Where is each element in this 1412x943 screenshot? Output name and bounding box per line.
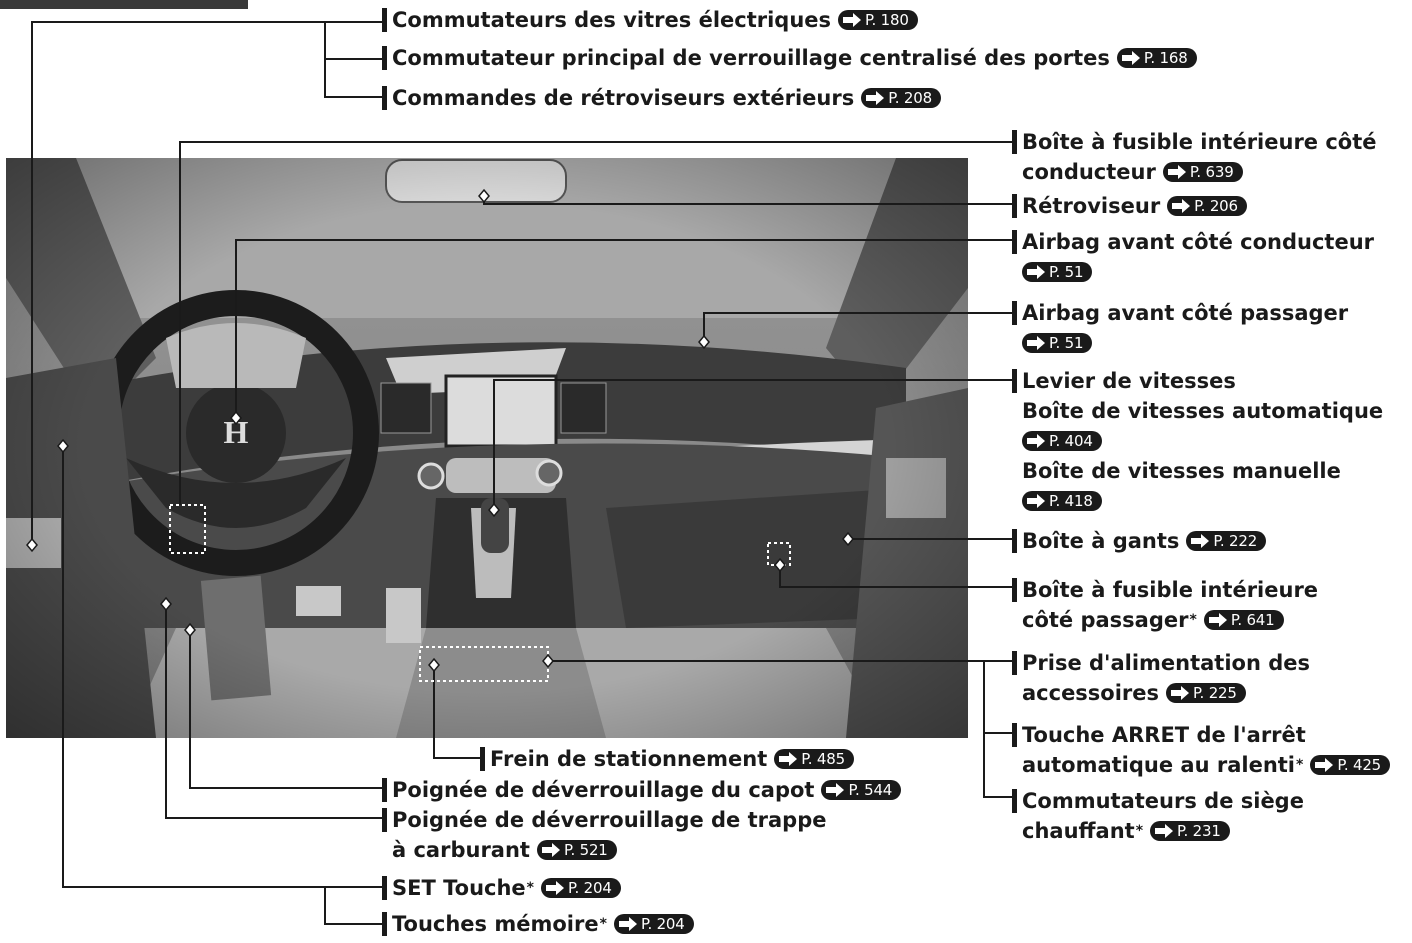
page-ref-badge[interactable]: P. 51 [1022, 333, 1093, 353]
arrow-right-icon [779, 752, 798, 766]
label-airbag-conducteur: Airbag avant côté conducteur P. 51 [1012, 227, 1374, 287]
label-fusible-conducteur: Boîte à fusible intérieure côté conducte… [1012, 127, 1377, 187]
label-fusible-passager: Boîte à fusible intérieure côté passager… [1012, 575, 1318, 635]
page-ref-badge[interactable]: P. 485 [774, 749, 854, 769]
page-ref-badge[interactable]: P. 544 [821, 780, 902, 800]
label-capot: Poignée de déverrouillage du capot P. 54… [382, 775, 902, 805]
label-levier-vitesses: Levier de vitesses Boîte de vitesses aut… [1012, 366, 1383, 516]
label-retroviseur: Rétroviseur P. 206 [1012, 191, 1247, 221]
label-touche-arret: Touche ARRET de l'arrêt automatique au r… [1012, 720, 1391, 780]
arrow-right-icon [866, 91, 885, 105]
arrow-right-icon [541, 843, 560, 857]
arrow-right-icon [618, 917, 637, 931]
arrow-right-icon [1191, 534, 1210, 548]
arrow-right-icon [1027, 265, 1045, 279]
page-ref-badge[interactable]: P. 180 [838, 10, 918, 30]
arrow-right-icon [826, 783, 845, 797]
page-ref-badge[interactable]: P. 204 [613, 914, 694, 934]
page-ref-badge[interactable]: P. 204 [541, 878, 621, 898]
section-tab [0, 0, 248, 9]
page-ref-badge[interactable]: P. 418 [1022, 491, 1102, 511]
page-ref-badge[interactable]: P. 639 [1162, 162, 1243, 182]
arrow-right-icon [1172, 199, 1191, 213]
page-ref-badge[interactable]: P. 222 [1186, 531, 1267, 551]
label-boite-a-gants: Boîte à gants P. 222 [1012, 526, 1267, 556]
label-touches-memoire: Touches mémoire* P. 204 [382, 909, 694, 939]
arrow-right-icon [1167, 165, 1186, 179]
label-prise-alimentation: Prise d'alimentation des accessoires P. … [1012, 648, 1310, 708]
page-ref-badge[interactable]: P. 208 [861, 88, 941, 108]
arrow-right-icon [1171, 686, 1190, 700]
arrow-right-icon [1155, 824, 1174, 838]
label-retroviseurs-exterieurs: Commandes de rétroviseurs extérieurs P. … [382, 83, 941, 113]
label-frein-stationnement: Frein de stationnement P. 485 [480, 744, 854, 774]
page-ref-badge[interactable]: P. 521 [536, 840, 617, 860]
page-ref-badge[interactable]: P. 641 [1203, 610, 1284, 630]
page-ref-badge[interactable]: P. 425 [1310, 755, 1391, 775]
arrow-right-icon [546, 881, 564, 895]
page-ref-badge[interactable]: P. 404 [1022, 431, 1102, 451]
page-ref-badge[interactable]: P. 168 [1116, 48, 1197, 68]
page-ref-badge[interactable]: P. 206 [1167, 196, 1247, 216]
arrow-right-icon [1027, 494, 1045, 508]
arrow-right-icon [1208, 613, 1227, 627]
dashboard-illustration: H [6, 158, 968, 738]
page-ref-badge[interactable]: P. 231 [1150, 821, 1230, 841]
label-set-touche: SET Touche* P. 204 [382, 873, 621, 903]
arrow-right-icon [1121, 51, 1140, 65]
label-siege-chauffant: Commutateurs de siège chauffant* P. 231 [1012, 786, 1304, 846]
page-ref-badge[interactable]: P. 51 [1022, 262, 1093, 282]
label-verrouillage: Commutateur principal de verrouillage ce… [382, 43, 1197, 73]
arrow-right-icon [1027, 336, 1045, 350]
label-airbag-passager: Airbag avant côté passager P. 51 [1012, 298, 1348, 358]
label-vitres: Commutateurs des vitres électriques P. 1… [382, 5, 918, 35]
page-ref-badge[interactable]: P. 225 [1166, 683, 1246, 703]
arrow-right-icon [1027, 434, 1045, 448]
arrow-right-icon [1315, 758, 1334, 772]
label-trappe-carburant: Poignée de déverrouillage de trappe à ca… [382, 805, 827, 865]
arrow-right-icon [843, 13, 862, 27]
